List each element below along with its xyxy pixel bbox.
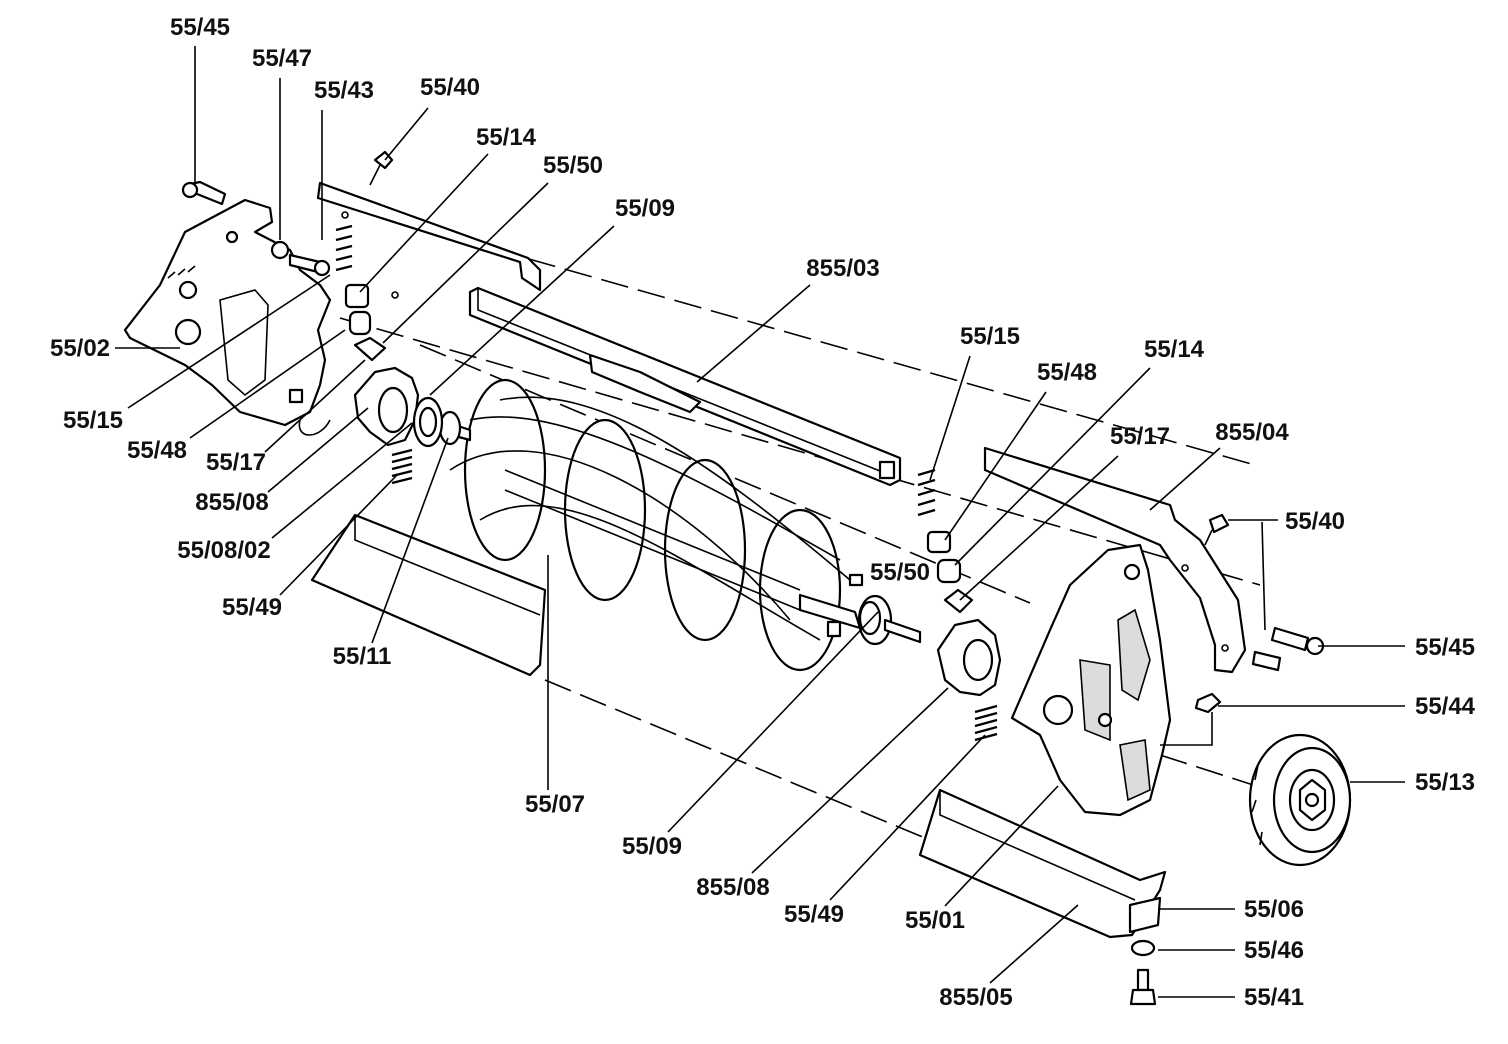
label-55-49-bottom: 55/49	[784, 901, 844, 928]
label-55-45-top: 55/45	[170, 14, 230, 41]
right-side-plate-55-01	[1010, 543, 1172, 817]
label-55-14-right: 55/14	[1144, 336, 1205, 363]
label-855-04: 855/04	[1215, 419, 1289, 446]
label-55-15-right: 55/15	[960, 323, 1020, 350]
leader-855-08-left	[267, 407, 369, 493]
label-55-06: 55/06	[1244, 896, 1304, 923]
label-55-40-top: 55/40	[420, 74, 480, 101]
leader-55-11	[371, 437, 449, 644]
leader-55-17-left	[264, 359, 366, 453]
label-55-48-right: 55/48	[1037, 359, 1097, 386]
leader-55-14-right	[954, 367, 1151, 566]
label-55-47: 55/47	[252, 45, 312, 72]
label-55-17-left: 55/17	[206, 449, 266, 476]
bottom-bar-855-05	[918, 788, 1167, 939]
leader-55-09-bottom	[667, 611, 879, 833]
label-55-09-bottom: 55/09	[622, 833, 682, 860]
left-side-plate-55-02	[123, 198, 332, 436]
leader-55-15-left	[127, 274, 331, 409]
label-55-01: 55/01	[905, 907, 965, 934]
leader-855-04	[1149, 447, 1221, 511]
leader-55-44-branch	[1160, 712, 1213, 746]
label-855-03: 855/03	[806, 255, 879, 282]
label-55-50-right: 55/50	[870, 559, 930, 586]
leader-55-48-left	[189, 329, 346, 439]
right-bearing-housing	[936, 618, 1002, 697]
label-55-11: 55/11	[333, 643, 392, 670]
label-55-14-left: 55/14	[476, 124, 537, 151]
right-rail-855-04	[983, 446, 1247, 674]
label-55-09-top: 55/09	[615, 195, 675, 222]
label-55-43: 55/43	[314, 77, 374, 104]
label-55-49-left: 55/49	[222, 594, 282, 621]
leader-55-40-top	[384, 107, 429, 161]
callout-leaders	[115, 46, 1405, 998]
leader-55-17-right	[959, 455, 1119, 601]
label-55-07: 55/07	[525, 791, 585, 818]
leader-55-48-right	[944, 391, 1047, 541]
label-55-44: 55/44	[1415, 693, 1476, 720]
small-parts	[181, 150, 1325, 1006]
label-55-40-right: 55/40	[1285, 508, 1345, 535]
wheel-55-13	[1248, 733, 1352, 867]
leader-55-14-left	[359, 153, 489, 293]
leader-855-03	[696, 284, 811, 383]
label-55-41: 55/41	[1244, 984, 1304, 1011]
label-855-08-bottom: 855/08	[696, 874, 769, 901]
leader-55-01	[944, 785, 1059, 907]
springs	[335, 224, 998, 742]
leader-55-08-02	[271, 422, 413, 539]
leader-55-40-right-branch	[1261, 521, 1266, 631]
reel-cylinder-55-07	[438, 378, 922, 672]
leader-55-50-left	[382, 182, 549, 344]
label-55-17-right: 55/17	[1110, 423, 1170, 450]
leader-855-08-bottom	[751, 687, 949, 874]
leader-55-15-right	[929, 355, 971, 481]
label-55-45-right: 55/45	[1415, 634, 1475, 661]
label-55-46: 55/46	[1244, 937, 1304, 964]
leader-855-05	[989, 904, 1079, 984]
top-rail-855-03	[316, 181, 902, 487]
label-855-08-left: 855/08	[195, 489, 268, 516]
label-855-05: 855/05	[939, 984, 1012, 1011]
label-55-13: 55/13	[1415, 769, 1475, 796]
label-55-08-02: 55/08/02	[177, 537, 270, 564]
label-55-50-left: 55/50	[543, 152, 603, 179]
leader-55-49-left	[279, 473, 399, 596]
leader-55-09-top	[429, 225, 615, 396]
label-55-48-left: 55/48	[127, 437, 187, 464]
leader-55-49-bottom	[829, 734, 986, 901]
left-bearing-housing	[353, 366, 444, 448]
label-55-02: 55/02	[50, 335, 110, 362]
label-55-15-left: 55/15	[63, 407, 123, 434]
